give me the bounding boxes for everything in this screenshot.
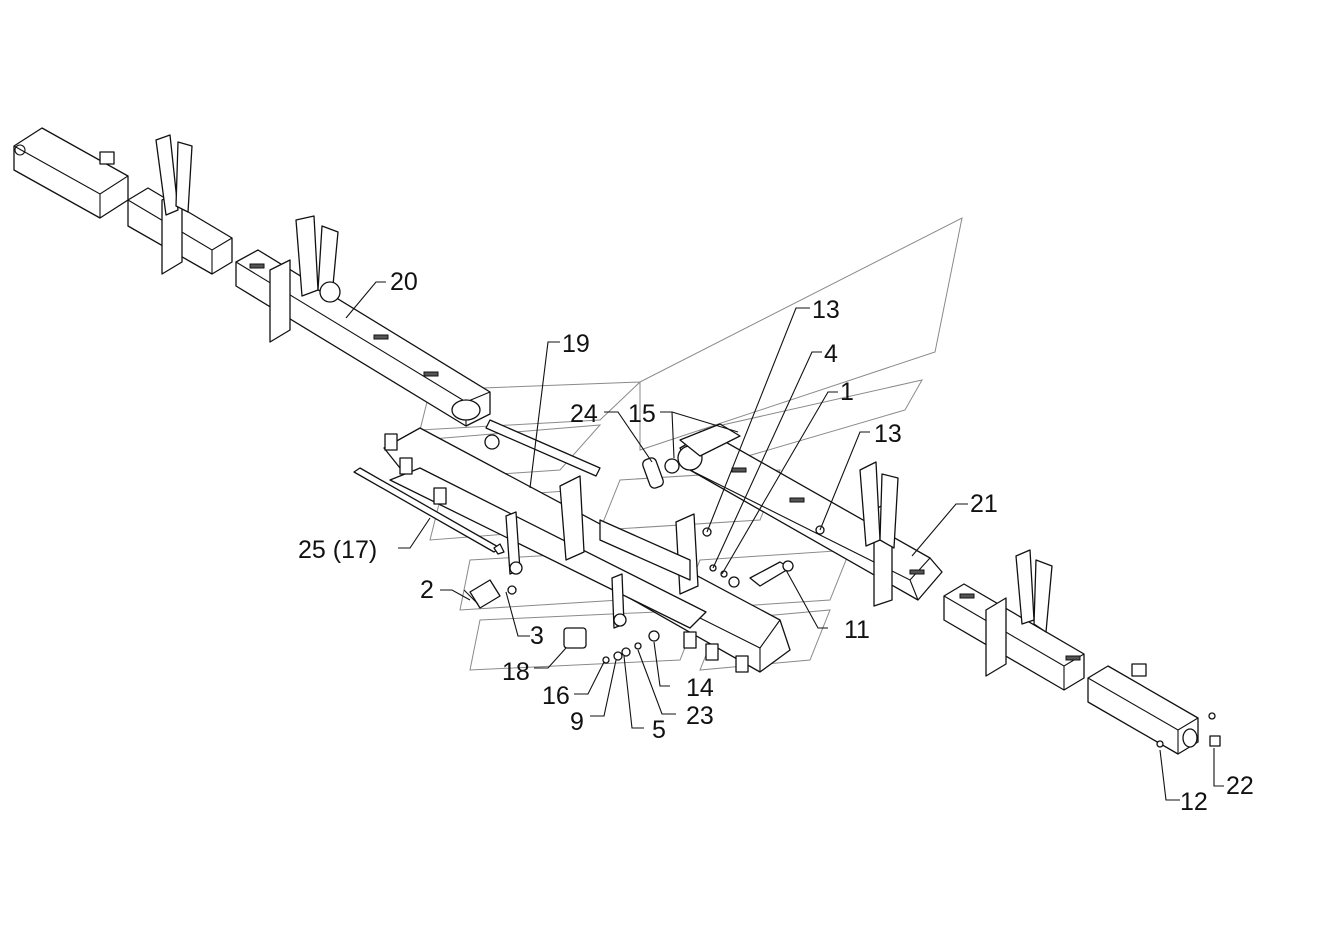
callout-15: 15 [628,400,656,428]
callout-3: 3 [530,622,544,650]
callout-9: 9 [570,708,584,736]
callout-24: 24 [570,400,598,428]
right-beam-segment-2 [943,549,1085,691]
callout-23: 23 [686,702,714,730]
right-beam-end-segment [1087,663,1199,755]
callout-11: 11 [844,616,870,644]
left-beam-main-20 [235,215,491,427]
rod-25 [353,467,505,555]
center-frame-19 [383,419,791,673]
callout-labels: 20 19 13 4 1 24 15 13 21 25 (17) 2 3 18 … [298,268,1254,816]
callout-18: 18 [502,658,530,686]
callout-20: 20 [390,268,418,296]
callout-22: 22 [1226,772,1254,800]
callout-5: 5 [652,716,666,744]
callout-12: 12 [1180,788,1208,816]
callout-13-top: 13 [812,296,840,324]
callout-2: 2 [420,576,434,604]
left-beam-segment-2 [127,134,233,275]
callout-14: 14 [686,674,714,702]
right-beam-main-21 [677,423,943,607]
callout-16: 16 [542,682,570,710]
callout-19: 19 [562,330,590,358]
callout-25-17: 25 (17) [298,536,377,564]
leader-lines [345,281,1224,801]
callout-4: 4 [824,340,838,368]
left-beam-segment-1 [13,127,129,219]
callout-21: 21 [970,490,998,518]
callout-13-right: 13 [874,420,902,448]
callout-1: 1 [840,378,854,406]
